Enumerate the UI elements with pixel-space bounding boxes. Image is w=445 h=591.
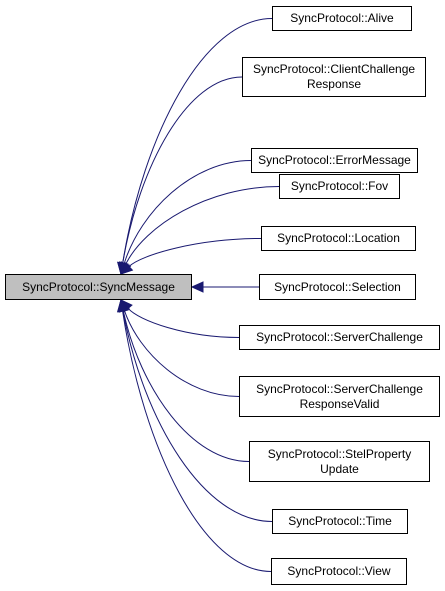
edge-fov bbox=[125, 186, 280, 265]
edge-location bbox=[128, 238, 262, 267]
node-selection-label: SyncProtocol::Selection bbox=[274, 279, 401, 294]
node-clientchallengeresponse[interactable]: SyncProtocol::ClientChallenge Response bbox=[242, 57, 426, 97]
node-serverchallengeresponsevalid-label-line2: ResponseValid bbox=[299, 396, 380, 411]
node-syncmessage-label: SyncProtocol::SyncMessage bbox=[22, 279, 175, 294]
node-location-label: SyncProtocol::Location bbox=[277, 231, 400, 245]
edge-stelpropertyupdate bbox=[122, 310, 250, 462]
edge-clientchallengeresponse bbox=[122, 76, 243, 264]
node-fov-label: SyncProtocol::Fov bbox=[290, 179, 389, 193]
node-serverchallengeresponsevalid[interactable]: SyncProtocol::ServerChallenge ResponseVa… bbox=[239, 376, 440, 417]
node-stelpropertyupdate[interactable]: SyncProtocol::StelProperty Update bbox=[249, 441, 430, 482]
node-errormessage[interactable]: SyncProtocol::ErrorMessage bbox=[251, 148, 418, 173]
node-view-label: SyncProtocol::View bbox=[287, 564, 391, 578]
node-location[interactable]: SyncProtocol::Location bbox=[261, 226, 416, 251]
edge-serverchallengeresponsevalid bbox=[123, 310, 240, 397]
edge-time bbox=[122, 310, 273, 522]
edge-alive bbox=[122, 18, 273, 264]
node-alive[interactable]: SyncProtocol::Alive bbox=[272, 6, 412, 31]
node-syncmessage: SyncProtocol::SyncMessage bbox=[5, 274, 192, 300]
edge-arrowhead-view bbox=[116, 298, 129, 313]
node-stelpropertyupdate-label-line1: SyncProtocol::StelProperty bbox=[267, 446, 412, 461]
edge-view bbox=[122, 310, 272, 572]
node-time[interactable]: SyncProtocol::Time bbox=[272, 509, 408, 534]
node-clientchallengeresponse-label-line2: Response bbox=[306, 77, 362, 91]
node-selection[interactable]: SyncProtocol::Selection bbox=[259, 274, 416, 300]
edge-arrowhead-selection bbox=[190, 281, 204, 293]
node-fov[interactable]: SyncProtocol::Fov bbox=[279, 174, 400, 199]
node-stelpropertyupdate-label-line2: Update bbox=[320, 461, 359, 476]
node-clientchallengeresponse-label-line1: SyncProtocol::ClientChallenge bbox=[252, 62, 416, 76]
node-view[interactable]: SyncProtocol::View bbox=[271, 558, 407, 585]
node-alive-label: SyncProtocol::Alive bbox=[290, 11, 394, 25]
edge-serverchallenge bbox=[127, 308, 240, 338]
node-serverchallenge[interactable]: SyncProtocol::ServerChallenge bbox=[239, 325, 440, 350]
edge-errormessage bbox=[123, 160, 252, 264]
node-serverchallengeresponsevalid-label-line1: SyncProtocol::ServerChallenge bbox=[256, 381, 423, 396]
node-time-label: SyncProtocol::Time bbox=[288, 514, 392, 528]
node-errormessage-label: SyncProtocol::ErrorMessage bbox=[258, 153, 411, 167]
node-serverchallenge-label: SyncProtocol::ServerChallenge bbox=[256, 330, 423, 344]
edge-arrowhead-location bbox=[120, 261, 134, 275]
